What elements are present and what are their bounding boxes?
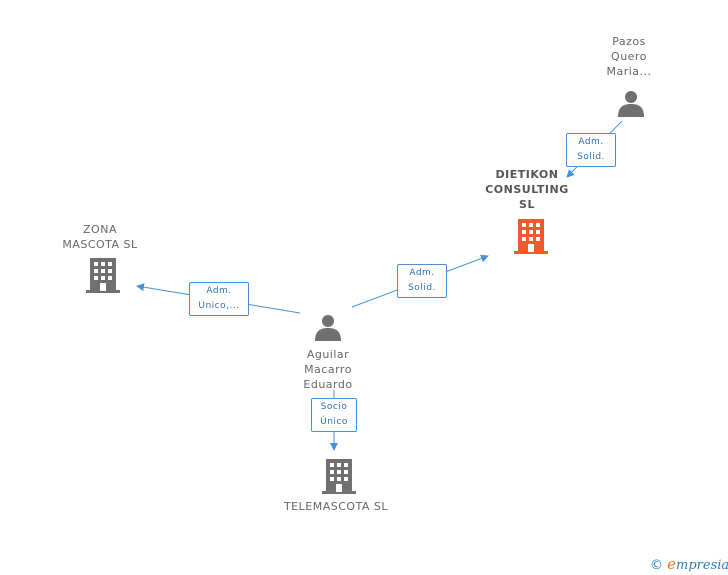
- edge-aguilar-zona-line2: Unico,...: [198, 301, 240, 311]
- edge-aguilar-dietikon-line1: Adm.: [409, 268, 435, 278]
- edge-aguilar-zona-line1: Adm.: [206, 286, 232, 296]
- node-dietikon-line1: DIETIKON: [495, 168, 559, 181]
- edge-aguilar-telemascota-line1: Socio: [320, 402, 348, 412]
- edge-pazos-dietikon-line1: Adm.: [578, 137, 604, 147]
- node-label-dietikon[interactable]: DIETIKON CONSULTING SL: [477, 167, 577, 212]
- edge-pazos-dietikon-line2: Solid.: [577, 152, 605, 162]
- building-icon[interactable]: [86, 258, 120, 293]
- person-icon[interactable]: [314, 313, 342, 341]
- node-aguilar-line2: Macarro: [304, 363, 352, 376]
- node-zona-line1: ZONA: [83, 223, 117, 236]
- node-aguilar-line1: Aguilar: [306, 348, 350, 361]
- edge-aguilar-dietikon-line2: Solid.: [408, 283, 436, 293]
- node-pazos-line2: Quero: [611, 50, 647, 63]
- edge-label-pazos-dietikon[interactable]: Adm. Solid.: [566, 133, 616, 167]
- node-dietikon-line3: SL: [519, 198, 535, 211]
- node-label-zona[interactable]: ZONA MASCOTA SL: [54, 222, 146, 252]
- building-icon[interactable]: [322, 459, 356, 494]
- edge-label-aguilar-telemascota[interactable]: Socio Único: [311, 398, 357, 432]
- node-pazos-line3: Maria...: [606, 65, 652, 78]
- node-label-pazos[interactable]: Pazos Quero Maria...: [596, 34, 662, 79]
- edge-label-aguilar-zona[interactable]: Adm. Unico,...: [189, 282, 249, 316]
- node-label-telemascota[interactable]: TELEMASCOTA SL: [276, 499, 396, 514]
- brand-initial: e: [667, 555, 677, 573]
- edge-label-aguilar-dietikon[interactable]: Adm. Solid.: [397, 264, 447, 298]
- node-pazos-line1: Pazos: [612, 35, 646, 48]
- brand-name: mpresia: [676, 558, 728, 573]
- copyright-icon: ©: [650, 558, 663, 573]
- node-aguilar-line3: Eduardo: [303, 378, 353, 391]
- node-telemascota-line1: TELEMASCOTA SL: [283, 500, 389, 513]
- building-icon[interactable]: [514, 219, 548, 254]
- edge-aguilar-telemascota-line2: Único: [320, 417, 348, 427]
- node-zona-line2: MASCOTA SL: [62, 238, 138, 251]
- empresia-footer[interactable]: © empresia: [650, 555, 728, 573]
- node-dietikon-line2: CONSULTING: [485, 183, 569, 196]
- person-icon[interactable]: [617, 89, 645, 117]
- node-label-aguilar[interactable]: Aguilar Macarro Eduardo: [290, 347, 366, 392]
